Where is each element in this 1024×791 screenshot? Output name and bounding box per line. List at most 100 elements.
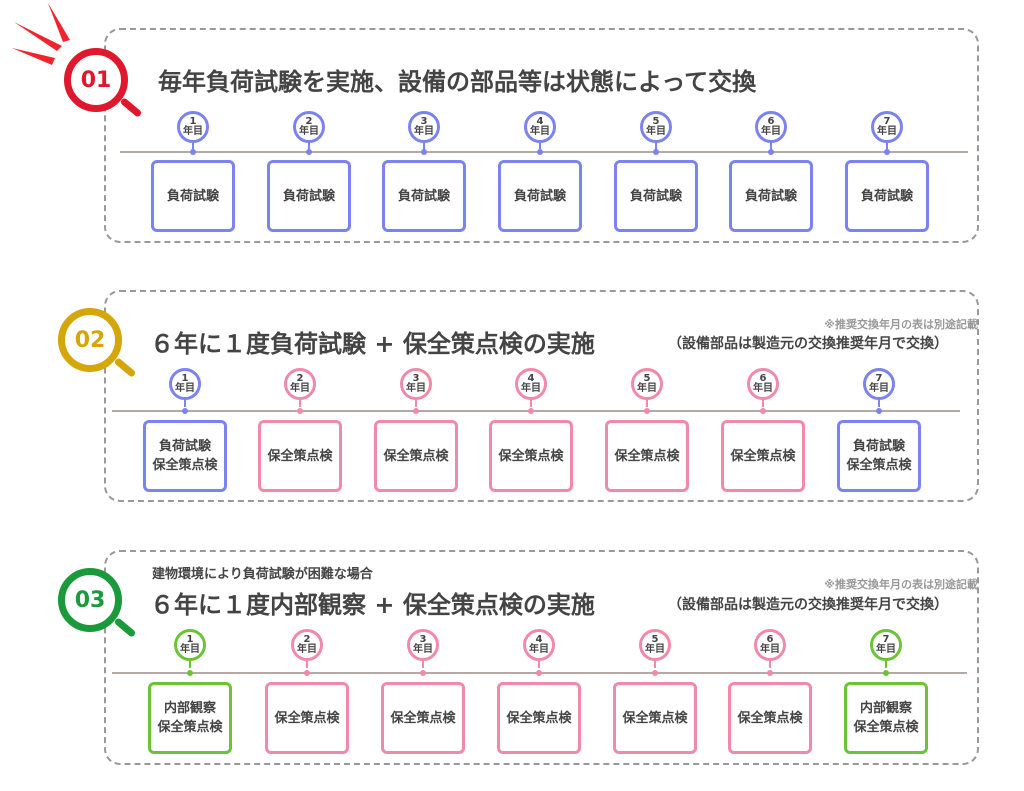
- timeline-dot: [420, 670, 426, 676]
- section-frame: [104, 28, 979, 243]
- task-box: 保全策点検: [374, 420, 458, 492]
- badge-03: 03: [58, 568, 122, 632]
- year-number: 7: [882, 634, 890, 645]
- task-box: 保全策点検: [489, 420, 573, 492]
- year-number: 5: [651, 634, 659, 645]
- section-frame: [104, 290, 979, 502]
- timeline: [112, 410, 960, 412]
- timeline-dot: [653, 149, 659, 155]
- timeline-dot: [876, 408, 882, 414]
- year-number: 3: [419, 634, 427, 645]
- timeline-dot: [537, 149, 543, 155]
- year-number: 2: [296, 373, 304, 384]
- task-label: 保全策点検: [267, 448, 333, 464]
- timeline-dot: [297, 408, 303, 414]
- task-box: 負荷試験: [614, 160, 698, 232]
- task-box: 保全策点検: [721, 420, 805, 492]
- year-unit: 年目: [290, 383, 310, 394]
- task-box: 負荷試験: [729, 160, 813, 232]
- year-unit: 年目: [760, 644, 780, 655]
- task-label: 負荷試験: [513, 188, 566, 204]
- task-box: 保全策点検: [605, 420, 689, 492]
- timeline-dot: [767, 670, 773, 676]
- section-paren-note: （設備部品は製造元の交換推奨年月で交換）: [668, 336, 948, 352]
- year-number: 6: [766, 634, 774, 645]
- section-frame: [104, 550, 979, 765]
- task-label: 保全策点検: [846, 458, 912, 473]
- task-box: 保全策点検: [265, 682, 349, 754]
- task-box: 負荷試験: [151, 160, 235, 232]
- year-unit: 年目: [521, 383, 541, 394]
- task-label: 負荷試験: [744, 188, 797, 204]
- badge-01: 01: [64, 48, 128, 112]
- task-box: 負荷試験: [498, 160, 582, 232]
- timeline: [120, 151, 968, 153]
- note-text: ※推奨交換年月の表は別途記載: [824, 318, 978, 331]
- timeline-dot: [528, 408, 534, 414]
- year-unit: 年目: [646, 126, 666, 137]
- task-label: 保全策点検: [152, 458, 218, 473]
- task-box: 負荷試験: [845, 160, 929, 232]
- task-label: 負荷試験: [860, 188, 913, 204]
- task-box: 保全策点検: [381, 682, 465, 754]
- task-label: 保全策点検: [383, 448, 449, 464]
- year-number: 5: [652, 116, 660, 127]
- year-unit: 年目: [414, 126, 434, 137]
- year-unit: 年目: [530, 126, 550, 137]
- section-paren-note: （設備部品は製造元の交換推奨年月で交換）: [668, 597, 948, 613]
- task-label: 保全策点検: [274, 710, 340, 726]
- timeline-dot: [884, 149, 890, 155]
- burst-rays-icon: [12, 3, 70, 65]
- year-number: 5: [643, 373, 651, 384]
- year-unit: 年目: [413, 644, 433, 655]
- task-label: 保全策点検: [737, 710, 803, 726]
- task-label: 負荷試験: [282, 188, 335, 204]
- year-unit: 年目: [299, 126, 319, 137]
- year-unit: 年目: [877, 126, 897, 137]
- task-label: 保全策点検: [614, 448, 680, 464]
- section-subtitle: 建物環境により負荷試験が困難な場合: [152, 567, 373, 582]
- year-unit: 年目: [753, 383, 773, 394]
- timeline-dot: [421, 149, 427, 155]
- task-label: 保全策点検: [498, 448, 564, 464]
- task-label: 負荷試験: [158, 439, 211, 454]
- task-box: 内部観察保全策点検: [148, 682, 232, 754]
- year-number: 7: [875, 373, 883, 384]
- year-number: 4: [536, 116, 544, 127]
- year-unit: 年目: [637, 383, 657, 394]
- timeline-dot: [760, 408, 766, 414]
- timeline-dot: [768, 149, 774, 155]
- task-label: 保全策点検: [853, 720, 919, 735]
- year-unit: 年目: [876, 644, 896, 655]
- task-label: 負荷試験: [166, 188, 219, 204]
- year-number: 1: [181, 373, 189, 384]
- year-number: 6: [767, 116, 775, 127]
- task-box: 保全策点検: [258, 420, 342, 492]
- year-unit: 年目: [175, 383, 195, 394]
- year-unit: 年目: [645, 644, 665, 655]
- badge-02: 02: [58, 308, 122, 372]
- task-label: 保全策点検: [730, 448, 796, 464]
- task-box: 負荷試験: [382, 160, 466, 232]
- timeline-dot: [644, 408, 650, 414]
- year-unit: 年目: [761, 126, 781, 137]
- task-box: 保全策点検: [613, 682, 697, 754]
- task-label: 保全策点検: [506, 710, 572, 726]
- task-label: 負荷試験: [852, 439, 905, 454]
- year-number: 2: [303, 634, 311, 645]
- year-number: 6: [759, 373, 767, 384]
- timeline-dot: [413, 408, 419, 414]
- timeline-dot: [652, 670, 658, 676]
